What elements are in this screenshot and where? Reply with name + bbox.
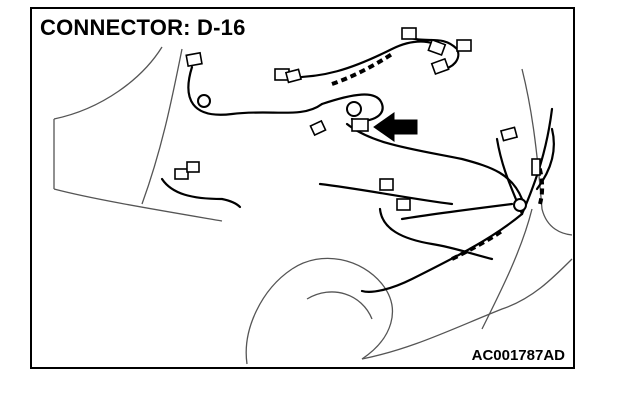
connector-d16 bbox=[351, 118, 369, 132]
connector-upper-a bbox=[401, 27, 417, 40]
connector-roof-left bbox=[185, 51, 203, 68]
wiring-harness-drawing bbox=[53, 27, 573, 365]
connector-title: CONNECTOR: D-16 bbox=[40, 15, 246, 40]
ground-point-left bbox=[197, 94, 211, 108]
connector-left-a bbox=[174, 168, 189, 180]
connector-roof-b bbox=[284, 68, 303, 84]
connector-center-small bbox=[309, 119, 327, 137]
connector-upper-d bbox=[430, 57, 450, 76]
figure-code: AC001787AD bbox=[471, 347, 565, 364]
wire-left-loose bbox=[160, 177, 242, 209]
vehicle-body-outline bbox=[53, 46, 573, 365]
connector-floor-b bbox=[396, 198, 411, 211]
wire-upper-branch bbox=[280, 40, 444, 79]
connectors bbox=[174, 27, 541, 211]
harness-tubing bbox=[331, 52, 545, 261]
connector-pillar-top bbox=[499, 126, 519, 142]
wire-floor-mid bbox=[400, 202, 514, 221]
connector-left-b bbox=[186, 161, 200, 173]
ground-points bbox=[197, 94, 527, 212]
harness-wires bbox=[160, 35, 555, 293]
connector-right-side bbox=[531, 158, 541, 176]
wire-center-floor bbox=[318, 182, 454, 206]
connector-upper-c bbox=[456, 39, 472, 52]
wire-floor-side bbox=[378, 207, 494, 261]
ground-point-center bbox=[346, 101, 362, 117]
wire-floor-main bbox=[360, 212, 524, 293]
diagram-frame: CONNECTOR: D-16 bbox=[30, 7, 575, 369]
wire-roof-left bbox=[187, 65, 324, 116]
connector-upper-b bbox=[427, 38, 447, 57]
arrow-icon bbox=[373, 112, 418, 142]
connector-floor-a bbox=[379, 178, 394, 191]
wire-to-floor bbox=[345, 122, 524, 201]
ground-point-right bbox=[513, 198, 527, 212]
